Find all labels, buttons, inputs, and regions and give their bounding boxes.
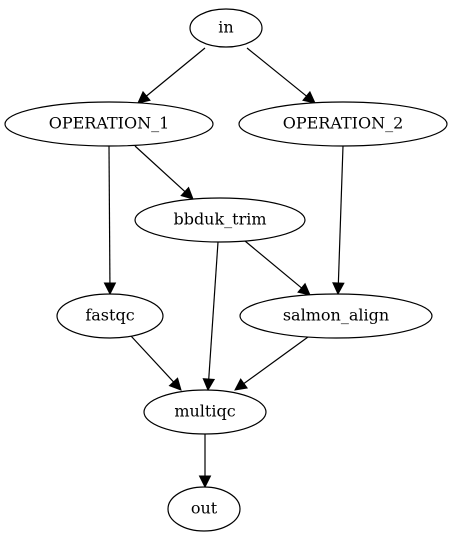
edge-line (243, 336, 309, 385)
node-multiqc-label: multiqc (174, 402, 235, 421)
node-in-label: in (218, 18, 233, 37)
edge-line (337, 145, 344, 284)
node-bbduk-trim-shape (134, 197, 306, 243)
node-multiqc-shape (143, 389, 267, 435)
edge-line (108, 145, 111, 284)
node-operation-1-label: OPERATION_1 (49, 114, 170, 133)
edge-op1-to-bbduk (134, 145, 194, 200)
nodes-layer: in OPERATION_1 OPERATION_2 bbduk_trim fa… (4, 8, 448, 532)
edge-bbduk-to-multiqc (202, 241, 219, 392)
arrowhead-icon (302, 90, 316, 104)
node-operation-1-shape (4, 101, 214, 147)
edge-multiqc-to-out (198, 434, 212, 489)
node-operation-2: OPERATION_2 (238, 101, 448, 147)
edge-salmon-to-multiqc (234, 336, 309, 391)
node-in: in (189, 8, 263, 48)
edge-in-to-op2 (246, 47, 316, 104)
edge-op1-to-fastqc (103, 145, 117, 296)
edge-line (244, 240, 302, 289)
edge-line (246, 47, 307, 97)
edge-line (134, 145, 186, 193)
node-operation-2-shape (238, 101, 448, 147)
arrowhead-icon (168, 377, 182, 391)
arrowhead-icon (103, 282, 117, 296)
node-out: out (167, 486, 241, 532)
edge-in-to-op1 (137, 47, 206, 104)
arrowhead-icon (332, 282, 345, 296)
edge-line (146, 47, 206, 97)
arrowhead-icon (202, 378, 216, 392)
arrowhead-icon (137, 90, 151, 104)
node-multiqc: multiqc (143, 389, 267, 435)
node-salmon-align-shape (239, 293, 433, 339)
node-operation-1: OPERATION_1 (4, 101, 214, 147)
node-bbduk-trim-label: bbduk_trim (173, 210, 266, 229)
arrowhead-icon (234, 378, 249, 391)
node-out-label: out (191, 499, 218, 518)
edge-line (130, 335, 174, 383)
node-in-shape (189, 8, 263, 48)
node-operation-2-label: OPERATION_2 (283, 114, 404, 133)
node-fastqc: fastqc (56, 293, 164, 339)
node-salmon-align-label: salmon_align (283, 306, 389, 325)
node-out-shape (167, 486, 241, 532)
edge-bbduk-to-salmon (244, 240, 311, 296)
node-fastqc-shape (56, 293, 164, 339)
edges-layer (103, 47, 345, 489)
node-fastqc-label: fastqc (85, 306, 134, 325)
arrowhead-icon (180, 186, 194, 200)
edge-line (208, 241, 219, 380)
arrowhead-icon (198, 475, 212, 489)
node-bbduk-trim: bbduk_trim (134, 197, 306, 243)
arrowhead-icon (297, 282, 311, 296)
edge-op2-to-salmon (332, 145, 345, 296)
edge-fastqc-to-multiqc (130, 335, 182, 391)
node-salmon-align: salmon_align (239, 293, 433, 339)
